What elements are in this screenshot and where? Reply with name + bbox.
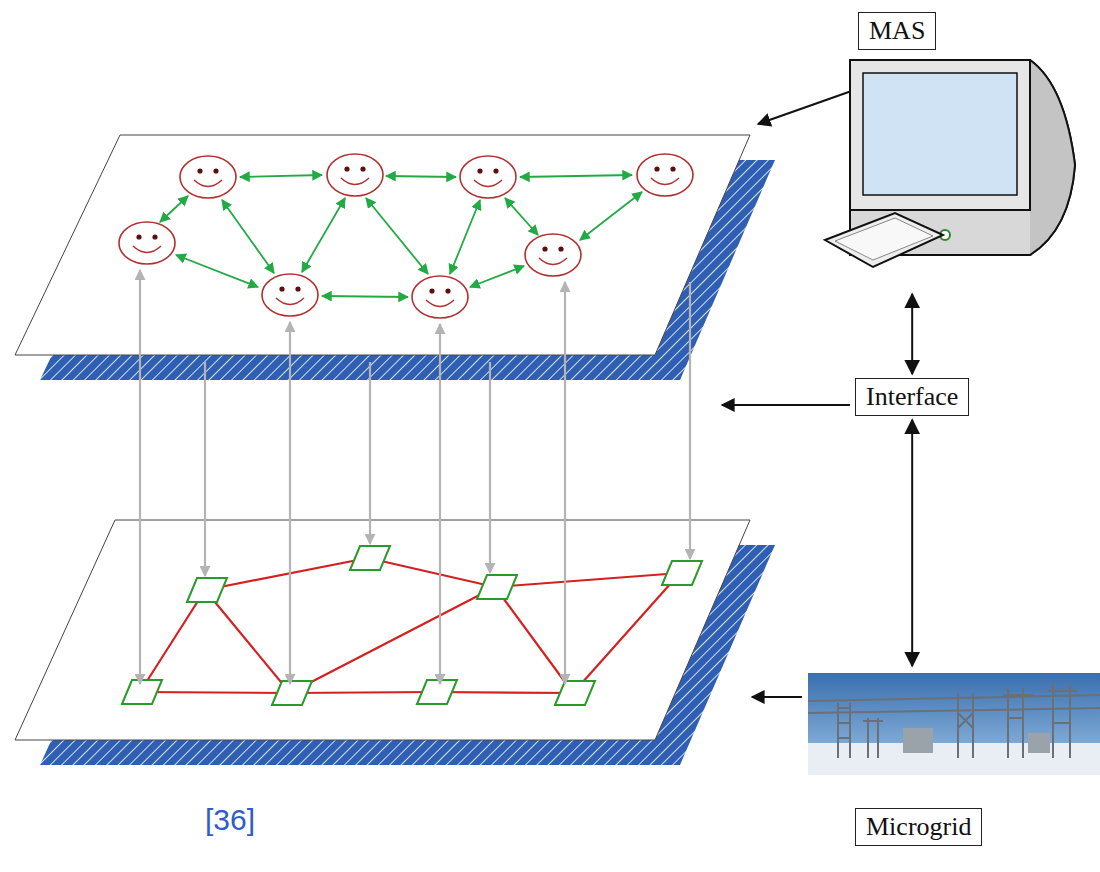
agent-smiley (460, 156, 516, 198)
agent-smiley (119, 222, 175, 264)
node-label: Interface (866, 382, 958, 412)
node-label: MAS (858, 12, 936, 50)
agent-smiley (180, 156, 236, 198)
interface-box: Interface (855, 378, 969, 416)
microgrid-node: Microgrid (805, 670, 1100, 848)
double-arrow (911, 294, 913, 374)
substation-photo (808, 673, 1100, 775)
mas-node: MAS (815, 10, 1100, 290)
agent-smiley (637, 154, 693, 196)
agent-smiley (262, 274, 318, 316)
agent-smiley (525, 234, 581, 276)
computer-icon (815, 55, 1100, 290)
double-arrow (911, 420, 913, 666)
reference-number: [36] (205, 803, 255, 837)
agent-smiley (327, 154, 383, 196)
node-label: Microgrid (855, 808, 982, 846)
agent-smiley (412, 276, 468, 318)
